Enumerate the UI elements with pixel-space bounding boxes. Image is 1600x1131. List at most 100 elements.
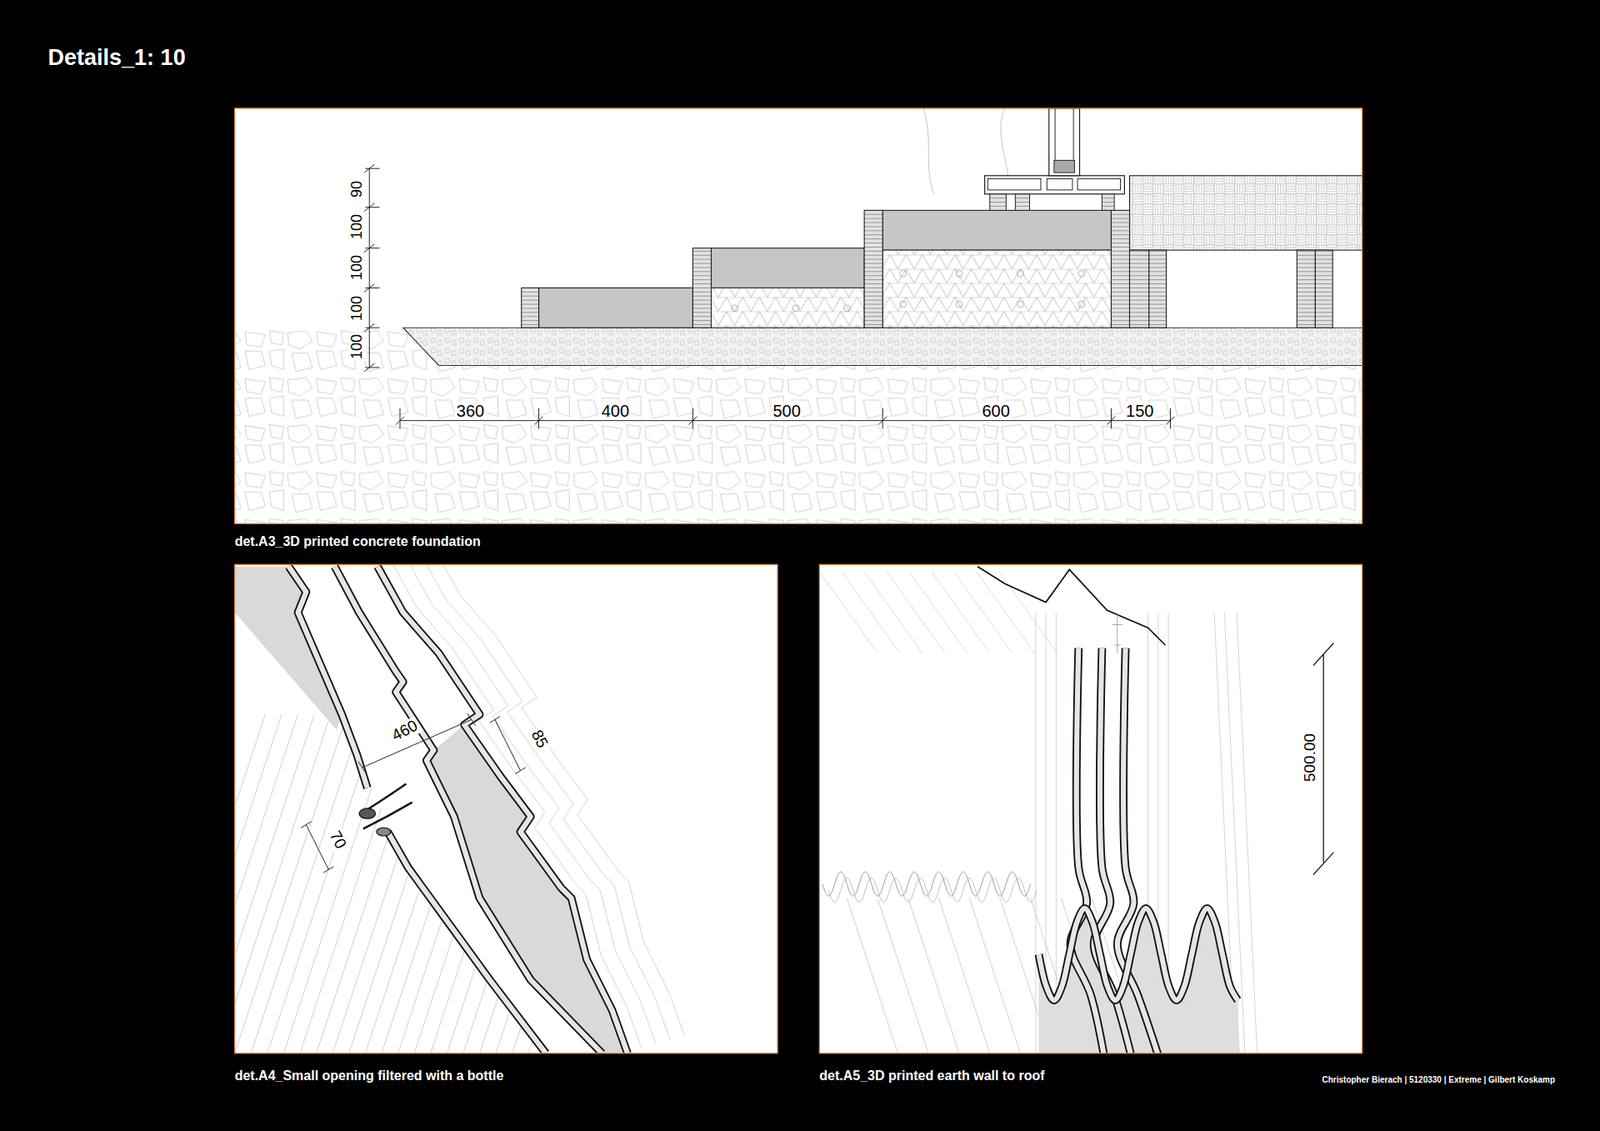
infill-hatch [710, 287, 865, 328]
dimension-line [490, 716, 526, 775]
wall-pattern-line [828, 877, 1037, 902]
height-dimension-holder: 100 [349, 253, 366, 282]
dimension-tick [1107, 408, 1116, 429]
printed-wall [1296, 250, 1315, 328]
void-circle [843, 305, 850, 312]
gravel-bed [403, 327, 1363, 365]
roof-tile-line [283, 714, 396, 1054]
dimension-tick [364, 284, 380, 293]
height-dimension-holder: 100 [349, 212, 366, 241]
concrete-slab [539, 287, 694, 328]
wall-plate [1054, 160, 1075, 173]
roof-tile-line [969, 898, 1020, 1054]
dimension-tick [395, 408, 405, 429]
printed-wall [335, 566, 603, 1054]
detail-caption-holder: det.A5_3D printed earth wall to roof [819, 1068, 1045, 1084]
roof-tile-line [864, 571, 923, 654]
sill-cell [1077, 178, 1120, 190]
detail-caption: det.A5_3D printed earth wall to roof [819, 1068, 1045, 1084]
printed-wall [1315, 250, 1333, 328]
void-circle [731, 305, 739, 312]
dimension-label-holder: 460 [387, 715, 422, 745]
earth-infill [426, 725, 628, 1054]
detail-panel [235, 564, 778, 1054]
detail-caption: det.A3_3D printed concrete foundation [235, 534, 481, 550]
dimension-label-holder: 85 [525, 725, 551, 753]
printed-wall [864, 210, 883, 328]
earth-infill [1039, 908, 1240, 1054]
detail-caption-holder: det.A4_Small opening filtered with a bot… [235, 1068, 505, 1084]
printed-wall-core [377, 566, 628, 1054]
opening-detail [235, 564, 740, 1054]
dimension-tick [878, 408, 887, 429]
sill-cell [987, 178, 1041, 190]
void-circle [955, 270, 963, 277]
author-credit: Christopher Bierach | 5120330 | Extreme … [1321, 1075, 1555, 1085]
void-circle [955, 300, 963, 308]
height-dimension-holder: 90 [349, 179, 366, 200]
printed-wall [377, 566, 628, 1054]
bottle-seal [359, 808, 376, 819]
roof-tile-line [999, 571, 1058, 654]
sheet-title-holder: Details_1: 10 [48, 45, 186, 71]
dimension-label-holder: 500.00 [1301, 731, 1320, 784]
width-dimension-holder: 360 [455, 401, 486, 420]
dimension-label: 500.00 [1301, 731, 1320, 784]
roof-tile-line [841, 571, 900, 654]
height-dimension-holder: 100 [349, 294, 366, 323]
printed-wall [521, 287, 540, 328]
roof-tile-line [819, 571, 878, 654]
height-dimension: 100 [349, 212, 366, 241]
author-credit-holder: Christopher Bierach | 5120330 | Extreme … [1321, 1070, 1555, 1086]
roof-tile-line [909, 571, 968, 654]
width-dimension-holder: 400 [600, 401, 631, 420]
height-dimension: 100 [349, 332, 366, 361]
width-dimension-holder: 150 [1124, 401, 1155, 420]
detail-caption-holder: det.A3_3D printed concrete foundation [235, 534, 481, 550]
concrete-slab [710, 248, 865, 289]
void-circle [1078, 300, 1085, 308]
wall-layer-line [1236, 612, 1257, 1054]
width-dimension: 500 [770, 401, 802, 420]
printed-wall-core [1039, 908, 1239, 1000]
roof-tile-line [610, 714, 723, 1054]
floor-weave [1130, 175, 1363, 250]
foundation-detail [235, 108, 1363, 524]
wall-layer-line [1055, 612, 1057, 1054]
support-block [1101, 194, 1115, 211]
printed-wall [1149, 250, 1167, 328]
support-block [990, 194, 1007, 211]
void-circle [1017, 270, 1025, 277]
roof-tile-line [886, 571, 945, 654]
roof-edge [977, 566, 1165, 645]
dimension-label-holder: 70 [325, 826, 350, 854]
roof-tile-line [939, 898, 990, 1054]
roof-tile-line [877, 898, 929, 1054]
width-dimension: 600 [980, 401, 1011, 420]
support-block [1015, 194, 1030, 211]
bottle-seal [376, 827, 391, 836]
void-circle [1017, 300, 1025, 308]
roof-tile-line [846, 898, 898, 1054]
dimension-tick [1166, 408, 1175, 429]
width-dimension: 400 [600, 401, 631, 420]
wall-layer-line [1035, 612, 1036, 1054]
detail-panel [235, 108, 1363, 524]
height-dimension: 90 [349, 179, 366, 200]
height-dimension-holder: 100 [349, 332, 366, 361]
roof-fixing [1112, 612, 1123, 654]
roof-tile-line [954, 571, 1013, 654]
detail-panel [819, 564, 1362, 1054]
roof-tile-line [908, 898, 960, 1054]
void-circle [900, 300, 907, 308]
height-dimension: 100 [349, 294, 366, 323]
roof-tile-line [250, 714, 364, 1054]
roof-tile-line [626, 714, 740, 1054]
dimension-label: 70 [325, 826, 350, 854]
panel-border [235, 108, 1363, 524]
detail-caption: det.A4_Small opening filtered with a bot… [235, 1068, 505, 1084]
wall-roof-detail [819, 566, 1334, 1054]
dimension-label: 85 [525, 725, 551, 753]
